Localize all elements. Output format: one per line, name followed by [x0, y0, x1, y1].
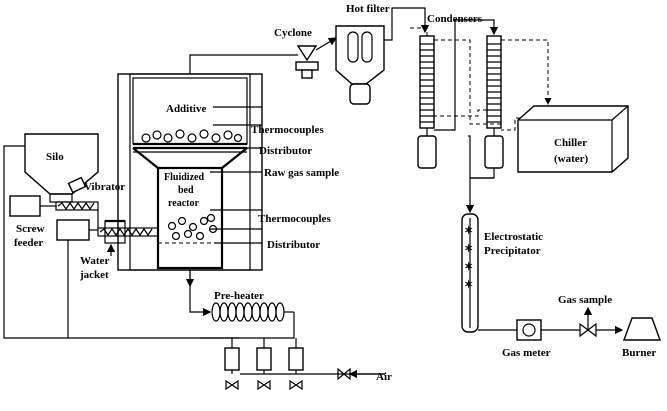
funnel	[132, 146, 248, 169]
gas-meter	[516, 319, 542, 341]
thermocouples-top-label: Thermocouples	[251, 124, 324, 136]
gas-meter-label: Gas meter	[502, 347, 551, 359]
esp-inlet	[465, 135, 495, 214]
water-jacket-label-line1: Water	[80, 255, 109, 267]
reactor-label-line3: reactor	[168, 198, 199, 209]
screw-feeder-motor	[9, 195, 98, 241]
additive-hopper	[132, 77, 248, 146]
cyclone	[295, 37, 338, 79]
hot-filter-label: Hot filter	[346, 3, 390, 15]
vibrator	[67, 176, 87, 194]
additive-label: Additive	[166, 103, 206, 115]
gas-sample-valve	[579, 322, 597, 338]
chiller-label-line1: Chiller	[554, 137, 587, 149]
pre-heater-coil	[185, 270, 294, 322]
condenser-1	[417, 35, 437, 169]
condenser-link	[434, 19, 499, 131]
burner-label: Burner	[622, 347, 656, 359]
water-jacket-label-line2: jacket	[79, 269, 109, 281]
reactor-to-cyclone-pipe	[189, 54, 298, 74]
silo-label: Silo	[46, 151, 64, 163]
screw-feeder-label-line2: feeder	[14, 237, 43, 249]
esp-label-line2: Precipitator	[484, 245, 541, 257]
svg-text:✶: ✶	[464, 225, 473, 237]
chiller-label-line2: (water)	[554, 153, 589, 165]
reactor-label-line2: bed	[178, 185, 194, 196]
vibrator-label: Vibrator	[84, 181, 125, 193]
reactor-label-line1: Fluidized	[164, 172, 204, 183]
additive-particles	[141, 129, 243, 143]
burner	[623, 317, 661, 341]
raw-gas-sample-label: Raw gas sample	[264, 167, 339, 179]
condensers-label: Condensers	[427, 13, 483, 25]
thermocouples-bottom-label: Thermocouples	[258, 213, 331, 225]
water-jacket	[104, 219, 126, 244]
svg-text:✶: ✶	[464, 243, 473, 255]
svg-text:✶: ✶	[464, 261, 473, 273]
screw-feeder-label-line1: Screw	[16, 223, 45, 235]
hot-filter	[335, 7, 430, 105]
cyclone-label: Cyclone	[274, 27, 312, 39]
distributor-top-label: Distributor	[259, 145, 312, 157]
air-valve	[337, 367, 351, 381]
pre-heater-label: Pre-heater	[214, 290, 264, 302]
air-label: Air	[376, 371, 392, 383]
electrostatic-precipitator: ✶ ✶ ✶ ✶	[461, 213, 479, 333]
chiller	[517, 105, 629, 173]
esp-label-line1: Electrostatic	[484, 231, 543, 243]
svg-text:✶: ✶	[464, 279, 473, 291]
air-supply-lines	[3, 145, 385, 379]
gas-sample-label: Gas sample	[558, 294, 612, 306]
reactor-leader-lines	[210, 106, 262, 244]
distributor-bottom-label: Distributor	[267, 239, 320, 251]
condenser-2	[484, 35, 504, 169]
rotameters	[224, 338, 304, 391]
screw-conveyor	[55, 201, 159, 237]
esp-outlet-line	[478, 306, 624, 335]
